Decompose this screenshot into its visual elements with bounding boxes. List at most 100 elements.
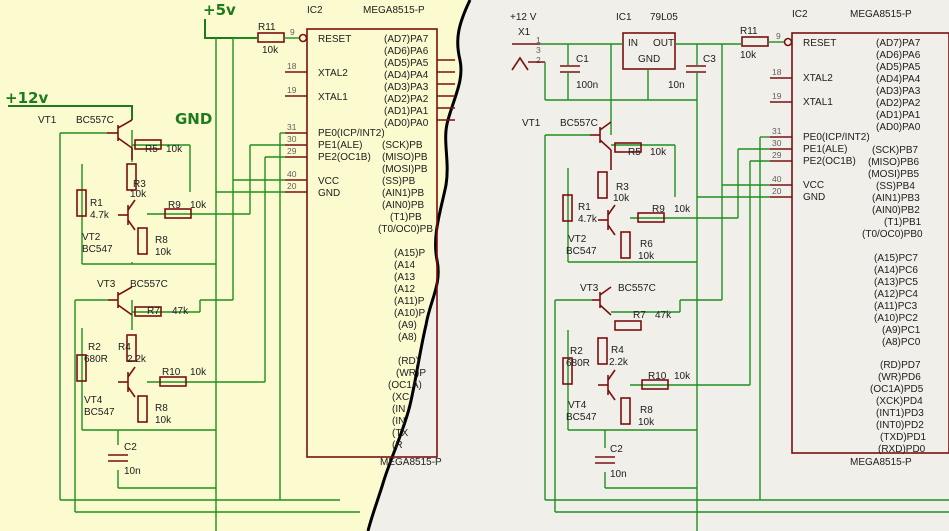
right-c2-value: 10n <box>610 469 627 480</box>
right-r6-ref: R6 <box>640 239 653 250</box>
right-vt1-part: BC557C <box>560 118 598 129</box>
right-port-pb7: (SCK)PB7 <box>872 145 919 156</box>
right-pin-xtal2: XTAL2 <box>803 73 833 84</box>
right-port-pd0: (RXD)PD0 <box>878 444 926 455</box>
left-pin-num-40: 40 <box>287 169 297 179</box>
left-plus12v-line <box>8 105 133 120</box>
left-port-pa4: (AD4)PA4 <box>384 70 429 81</box>
right-vt3-ref: VT3 <box>580 283 599 294</box>
right-port-pb6: (MISO)PB6 <box>868 157 920 168</box>
right-pin-gnd: GND <box>803 192 825 203</box>
right-c1-ref: C1 <box>576 54 589 65</box>
right-port-pc5: (A13)PC5 <box>874 277 918 288</box>
left-port-pb7: (SCK)PB <box>382 140 423 151</box>
left-port-b-labels: (SCK)PB (MISO)PB (MOSI)PB (SS)PB (AIN1)P… <box>378 140 433 235</box>
left-r5-ref: R5 <box>145 144 158 155</box>
right-port-pb3: (AIN1)PB3 <box>872 193 920 204</box>
left-port-pa1: (AD1)PA1 <box>384 106 429 117</box>
right-port-pb1: (T1)PB1 <box>884 217 922 228</box>
left-port-pd3: (IN <box>392 404 405 415</box>
left-port-a-labels: (AD7)PA7 (AD6)PA6 (AD5)PA5 (AD4)PA4 (AD3… <box>384 34 429 129</box>
left-pin-pe2: PE2(OC1B) <box>318 152 371 163</box>
left-pin-num-30: 30 <box>287 134 297 144</box>
right-port-pa3: (AD3)PA3 <box>876 86 921 97</box>
left-port-stubs <box>437 59 455 121</box>
right-port-pd5: (OC1A)PD5 <box>870 384 924 395</box>
left-r8a-value: 10k <box>155 247 172 258</box>
left-handwritten-plus12v: +12v <box>5 89 48 107</box>
left-r5-value: 10k <box>166 144 183 155</box>
right-pin-num-40: 40 <box>772 174 782 184</box>
left-vt1-symbol <box>107 119 133 160</box>
right-port-pb0: (T0/OC0)PB0 <box>862 229 923 240</box>
left-pin-reset: RESET <box>318 34 351 45</box>
right-port-pd4: (XCK)PD4 <box>876 396 923 407</box>
right-ic1-in: IN <box>628 38 638 49</box>
right-c3-symbol <box>686 65 706 73</box>
right-r9 <box>637 212 665 223</box>
right-r9-value: 10k <box>674 204 691 215</box>
right-r3-ref: R3 <box>616 182 629 193</box>
right-port-pa4: (AD4)PA4 <box>876 74 921 85</box>
left-port-pc6: (A14 <box>394 260 416 271</box>
right-ic2-body <box>791 32 949 454</box>
right-port-a-labels: (AD7)PA7 (AD6)PA6 (AD5)PA5 (AD4)PA4 (AD3… <box>876 38 921 133</box>
left-vt2-ref: VT2 <box>82 232 101 243</box>
right-port-pd6: (WR)PD6 <box>878 372 921 383</box>
left-r8a <box>137 227 148 255</box>
right-port-pd7: (RD)PD7 <box>880 360 921 371</box>
left-ic2-part: MEGA8515-P <box>363 5 425 16</box>
left-ic2-ref: IC2 <box>307 5 323 16</box>
left-wiring <box>59 37 360 531</box>
right-schematic: +12 V X1 1 3 2 IC1 79L05 IN OUT GND C1 1… <box>510 9 949 531</box>
right-vt4-part: BC547 <box>566 412 597 423</box>
left-pin-gnd: GND <box>318 188 340 199</box>
left-r4-ref: R4 <box>118 342 131 353</box>
right-port-pc1: (A9)PC1 <box>882 325 921 336</box>
right-port-pc7: (A15)PC7 <box>874 253 918 264</box>
right-vt4-ref: VT4 <box>568 400 587 411</box>
right-vt2-symbol <box>598 204 616 236</box>
right-port-pc6: (A14)PC6 <box>874 265 918 276</box>
right-port-pa1: (AD1)PA1 <box>876 110 921 121</box>
right-r8-value: 10k <box>638 417 655 428</box>
left-port-pb2: (AIN0)PB <box>382 200 425 211</box>
right-r2 <box>562 357 573 385</box>
right-port-pc0: (A8)PC0 <box>882 337 921 348</box>
left-pin-num-29: 29 <box>287 146 297 156</box>
right-r10 <box>641 379 669 390</box>
right-port-pa6: (AD6)PA6 <box>876 50 921 61</box>
left-port-pc3: (A11)P <box>394 296 425 307</box>
left-port-pb3: (AIN1)PB <box>382 188 425 199</box>
right-c1-value: 100n <box>576 80 598 91</box>
left-r8b-value: 10k <box>155 415 172 426</box>
right-port-c-labels: (A15)PC7 (A14)PC6 (A13)PC5 (A12)PC4 (A11… <box>874 253 921 348</box>
left-pin-xtal1: XTAL1 <box>318 92 348 103</box>
left-handwritten-gnd: GND <box>175 110 212 128</box>
right-x1-connector <box>511 43 545 71</box>
left-r2-ref: R2 <box>88 342 101 353</box>
left-r7 <box>134 306 162 317</box>
right-port-pd1: (TXD)PD1 <box>880 432 927 443</box>
left-pin-num-20: 20 <box>287 181 297 191</box>
left-r5 <box>134 139 162 150</box>
right-r5 <box>614 142 642 153</box>
right-x1-pin3: 3 <box>536 45 541 55</box>
right-ic2-ref: IC2 <box>792 9 808 20</box>
right-vt1-ref: VT1 <box>522 118 541 129</box>
right-port-pa7: (AD7)PA7 <box>876 38 921 49</box>
right-pin-num-29: 29 <box>772 150 782 160</box>
left-port-pd6: (WR)P <box>396 368 426 379</box>
left-r9-value: 10k <box>190 200 207 211</box>
left-port-pa0: (AD0)PA0 <box>384 118 429 129</box>
left-port-pd5: (OC1A) <box>388 380 422 391</box>
right-c3-value: 10n <box>668 80 685 91</box>
left-port-pb1: (T1)PB <box>390 212 422 223</box>
right-r1-value: 4.7k <box>578 214 598 225</box>
right-r10-ref: R10 <box>648 371 667 382</box>
left-c2-symbol <box>108 454 128 462</box>
right-c1-symbol <box>560 65 580 73</box>
left-vt3-ref: VT3 <box>97 279 116 290</box>
